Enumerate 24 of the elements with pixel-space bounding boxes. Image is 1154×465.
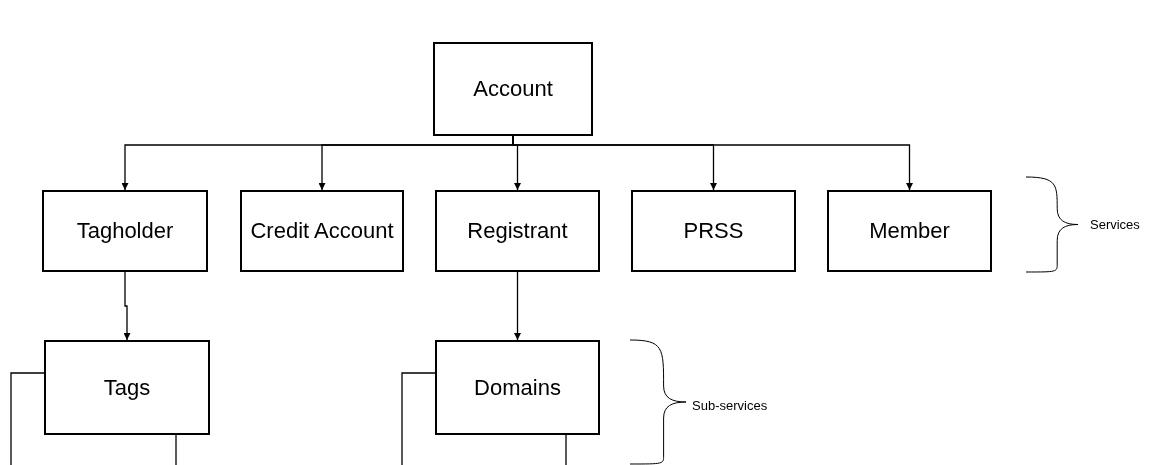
node-label: Credit Account bbox=[250, 218, 394, 244]
process-box bbox=[435, 340, 600, 435]
brace-label: Sub-services bbox=[692, 398, 768, 413]
connector-line bbox=[565, 434, 567, 465]
arrow bbox=[123, 271, 131, 341]
process-box bbox=[435, 190, 600, 272]
node-label: Registrant bbox=[467, 218, 568, 244]
connector-line bbox=[10, 372, 45, 465]
brace-label: Services bbox=[1090, 217, 1140, 232]
process-box bbox=[631, 190, 796, 272]
connector-line bbox=[401, 372, 436, 465]
node-label: Domains bbox=[474, 374, 561, 401]
process-box bbox=[240, 190, 404, 272]
connector-line bbox=[175, 434, 177, 465]
node-label: Tags bbox=[103, 374, 151, 401]
node-label: Member bbox=[869, 218, 950, 244]
process-box bbox=[44, 340, 210, 435]
process-box bbox=[433, 42, 593, 136]
process-box bbox=[42, 190, 208, 272]
node-label: Tagholder bbox=[76, 218, 174, 244]
node-label: Account bbox=[473, 76, 553, 102]
arrow bbox=[514, 271, 521, 341]
node-label: PRSS bbox=[683, 218, 744, 244]
process-box bbox=[827, 190, 992, 272]
